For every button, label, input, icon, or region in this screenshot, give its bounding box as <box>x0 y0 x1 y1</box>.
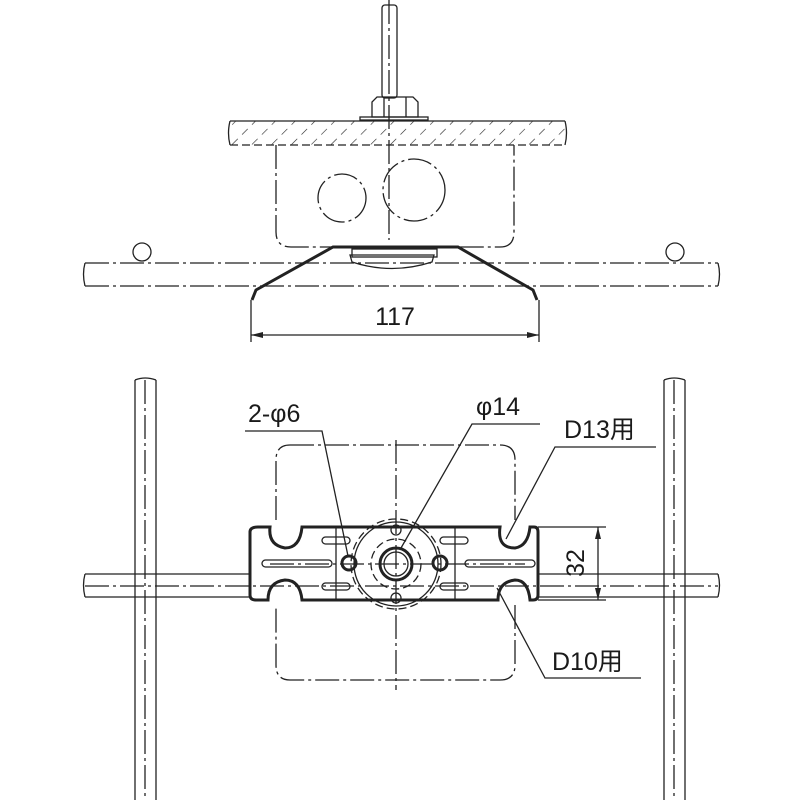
d13-callout-label: D13用 <box>564 416 635 444</box>
callout-d13: D13用 <box>505 416 656 540</box>
side-view: 117 <box>82 0 721 342</box>
dimension-32: 32 <box>538 526 606 601</box>
bracket-plan <box>248 440 540 690</box>
holes-callout-label: 2-φ6 <box>248 400 300 428</box>
center-hole-callout-label: φ14 <box>476 393 520 421</box>
dimension-117: 117 <box>250 300 540 342</box>
height-dimension-label: 32 <box>562 549 590 577</box>
junction-box <box>275 145 515 270</box>
rebar-grid <box>82 377 721 800</box>
callout-d10: D10用 <box>496 587 641 679</box>
ceiling-slab <box>227 120 568 146</box>
d10-callout-label: D10用 <box>552 648 623 676</box>
plan-view: 32 2-φ6 φ14 D13用 D10用 <box>82 377 721 800</box>
bracket-profile <box>250 245 539 301</box>
anchor-bolt <box>359 0 429 240</box>
callout-phi14: φ14 <box>400 393 540 549</box>
rebar-horizontal <box>82 242 721 287</box>
width-dimension-label: 117 <box>375 303 415 331</box>
callout-2-phi6: 2-φ6 <box>245 400 349 557</box>
junction-box-outline <box>275 444 516 681</box>
